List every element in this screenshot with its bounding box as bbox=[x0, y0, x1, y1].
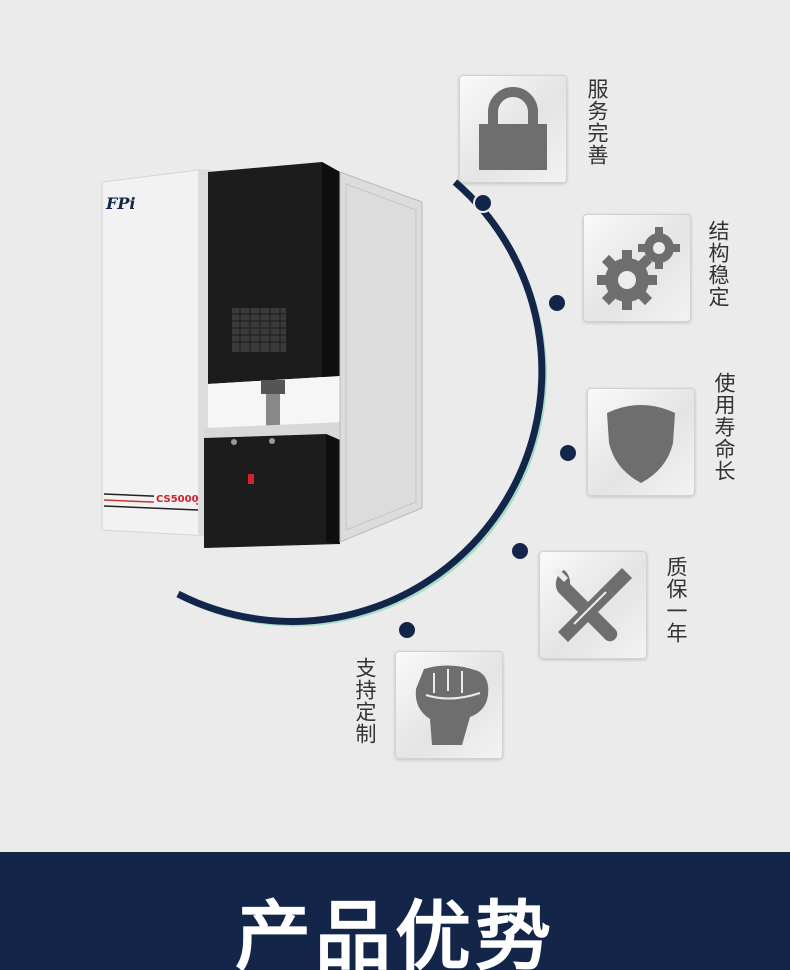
footer-banner: 产品优势 bbox=[0, 852, 790, 970]
shield-icon bbox=[607, 405, 675, 483]
arc-markers bbox=[397, 193, 578, 640]
feature-label-warranty: 质保一年 bbox=[664, 556, 688, 644]
feature-tile-structure bbox=[583, 214, 691, 322]
arc-marker-1 bbox=[473, 193, 493, 213]
feature-arc bbox=[176, 179, 578, 640]
gears-icon bbox=[597, 227, 680, 310]
feature-label-service: 服务完善 bbox=[585, 78, 609, 166]
arc-marker-4 bbox=[510, 541, 530, 561]
brand-logo: FPi bbox=[106, 194, 136, 213]
feature-stage: FPi CS5000 服务完善 bbox=[100, 75, 736, 759]
arc-marker-5 bbox=[397, 620, 417, 640]
fist-icon bbox=[415, 665, 489, 745]
feature-tile-service bbox=[459, 75, 567, 183]
feature-label-custom: 支持定制 bbox=[353, 657, 377, 745]
arc-marker-3 bbox=[558, 443, 578, 463]
feature-tile-warranty bbox=[539, 551, 647, 659]
feature-tile-custom bbox=[395, 651, 503, 759]
arc-curve bbox=[176, 179, 546, 625]
footer-title: 产品优势 bbox=[235, 892, 555, 970]
tools-icon bbox=[554, 568, 632, 642]
feature-tile-lifespan bbox=[587, 388, 695, 496]
feature-label-lifespan: 使用寿命长 bbox=[712, 372, 736, 482]
lock-icon bbox=[479, 87, 547, 170]
model-badge: CS5000 bbox=[156, 494, 199, 505]
feature-label-structure: 结构稳定 bbox=[706, 220, 730, 308]
analyzer-machine: FPi CS5000 bbox=[100, 158, 430, 550]
arc-marker-2 bbox=[547, 293, 567, 313]
